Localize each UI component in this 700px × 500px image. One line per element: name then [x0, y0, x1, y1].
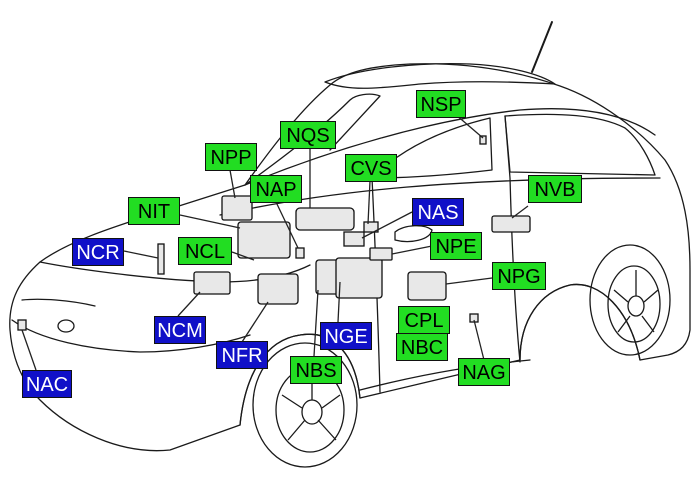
leader-nac	[21, 329, 37, 371]
nfr-module	[257, 273, 299, 305]
leader-nap	[275, 201, 299, 249]
front-door-window	[371, 117, 493, 179]
nas-module	[343, 231, 365, 247]
nvb-module	[491, 215, 531, 233]
npp-module	[221, 195, 253, 221]
leader-npg	[445, 277, 493, 285]
mirror	[394, 225, 433, 243]
windshield	[244, 93, 381, 186]
leader-nge	[337, 281, 341, 323]
badge-logo	[57, 319, 75, 333]
module-components	[17, 135, 531, 331]
headlight	[21, 298, 96, 307]
label-npg: NPG	[492, 262, 546, 290]
front-fender-arch	[239, 333, 361, 426]
leader-nas	[361, 211, 413, 239]
rear-fender-arch	[519, 283, 641, 361]
label-nvb: NVB	[528, 175, 582, 203]
label-ncr: NCR	[72, 238, 124, 266]
nsp-sensor	[479, 135, 487, 145]
label-ncl: NCL	[178, 237, 232, 265]
label-nge: NGE	[320, 322, 372, 350]
nit-module	[237, 221, 291, 259]
label-nac: NAC	[22, 370, 72, 398]
front-bumper	[11, 319, 251, 353]
label-nqs: NQS	[280, 121, 336, 149]
leader-nvb	[511, 205, 529, 219]
label-npe: NPE	[430, 232, 482, 260]
rocker-line	[359, 359, 531, 391]
antenna-shape	[531, 21, 553, 73]
leader-nag	[473, 319, 485, 361]
rear-wheel	[589, 244, 671, 356]
label-nit: NIT	[128, 197, 180, 225]
label-nfr: NFR	[216, 341, 268, 369]
leader-ncm	[177, 291, 201, 317]
label-nas: NAS	[412, 198, 464, 226]
leader-ncl	[231, 251, 255, 261]
label-cvs: CVS	[345, 154, 397, 182]
label-nbc: NBC	[396, 333, 448, 361]
label-npp: NPP	[205, 143, 257, 171]
ncr-sensor	[157, 243, 165, 275]
roof-line	[244, 108, 656, 186]
label-nag: NAG	[458, 358, 510, 386]
npe-module	[369, 247, 393, 261]
ncm-module	[193, 271, 231, 295]
nqs-dashboard	[295, 207, 355, 231]
label-cpl: CPL	[398, 306, 450, 334]
nge-module	[335, 257, 383, 299]
leader-ncr	[123, 250, 159, 259]
leader-nit	[179, 214, 241, 229]
leader-npe	[391, 245, 433, 255]
label-nsp: NSP	[416, 90, 466, 118]
leader-nfr	[241, 301, 269, 343]
nac-sensor	[17, 319, 27, 331]
leader-nsp	[454, 113, 484, 139]
npg-module	[407, 271, 447, 301]
sunroof	[324, 62, 556, 89]
leader-lines	[21, 113, 529, 371]
label-nap: NAP	[250, 175, 302, 203]
rear-door-window	[504, 113, 656, 176]
leader-nbs	[313, 289, 319, 357]
label-ncm: NCM	[154, 316, 206, 344]
leader-cvs	[367, 180, 371, 225]
label-nbs: NBS	[290, 356, 342, 384]
leader-npp	[229, 169, 236, 199]
door-line-rear	[504, 115, 521, 363]
cvs-sensor	[363, 221, 379, 233]
nap-sensor	[295, 247, 305, 259]
